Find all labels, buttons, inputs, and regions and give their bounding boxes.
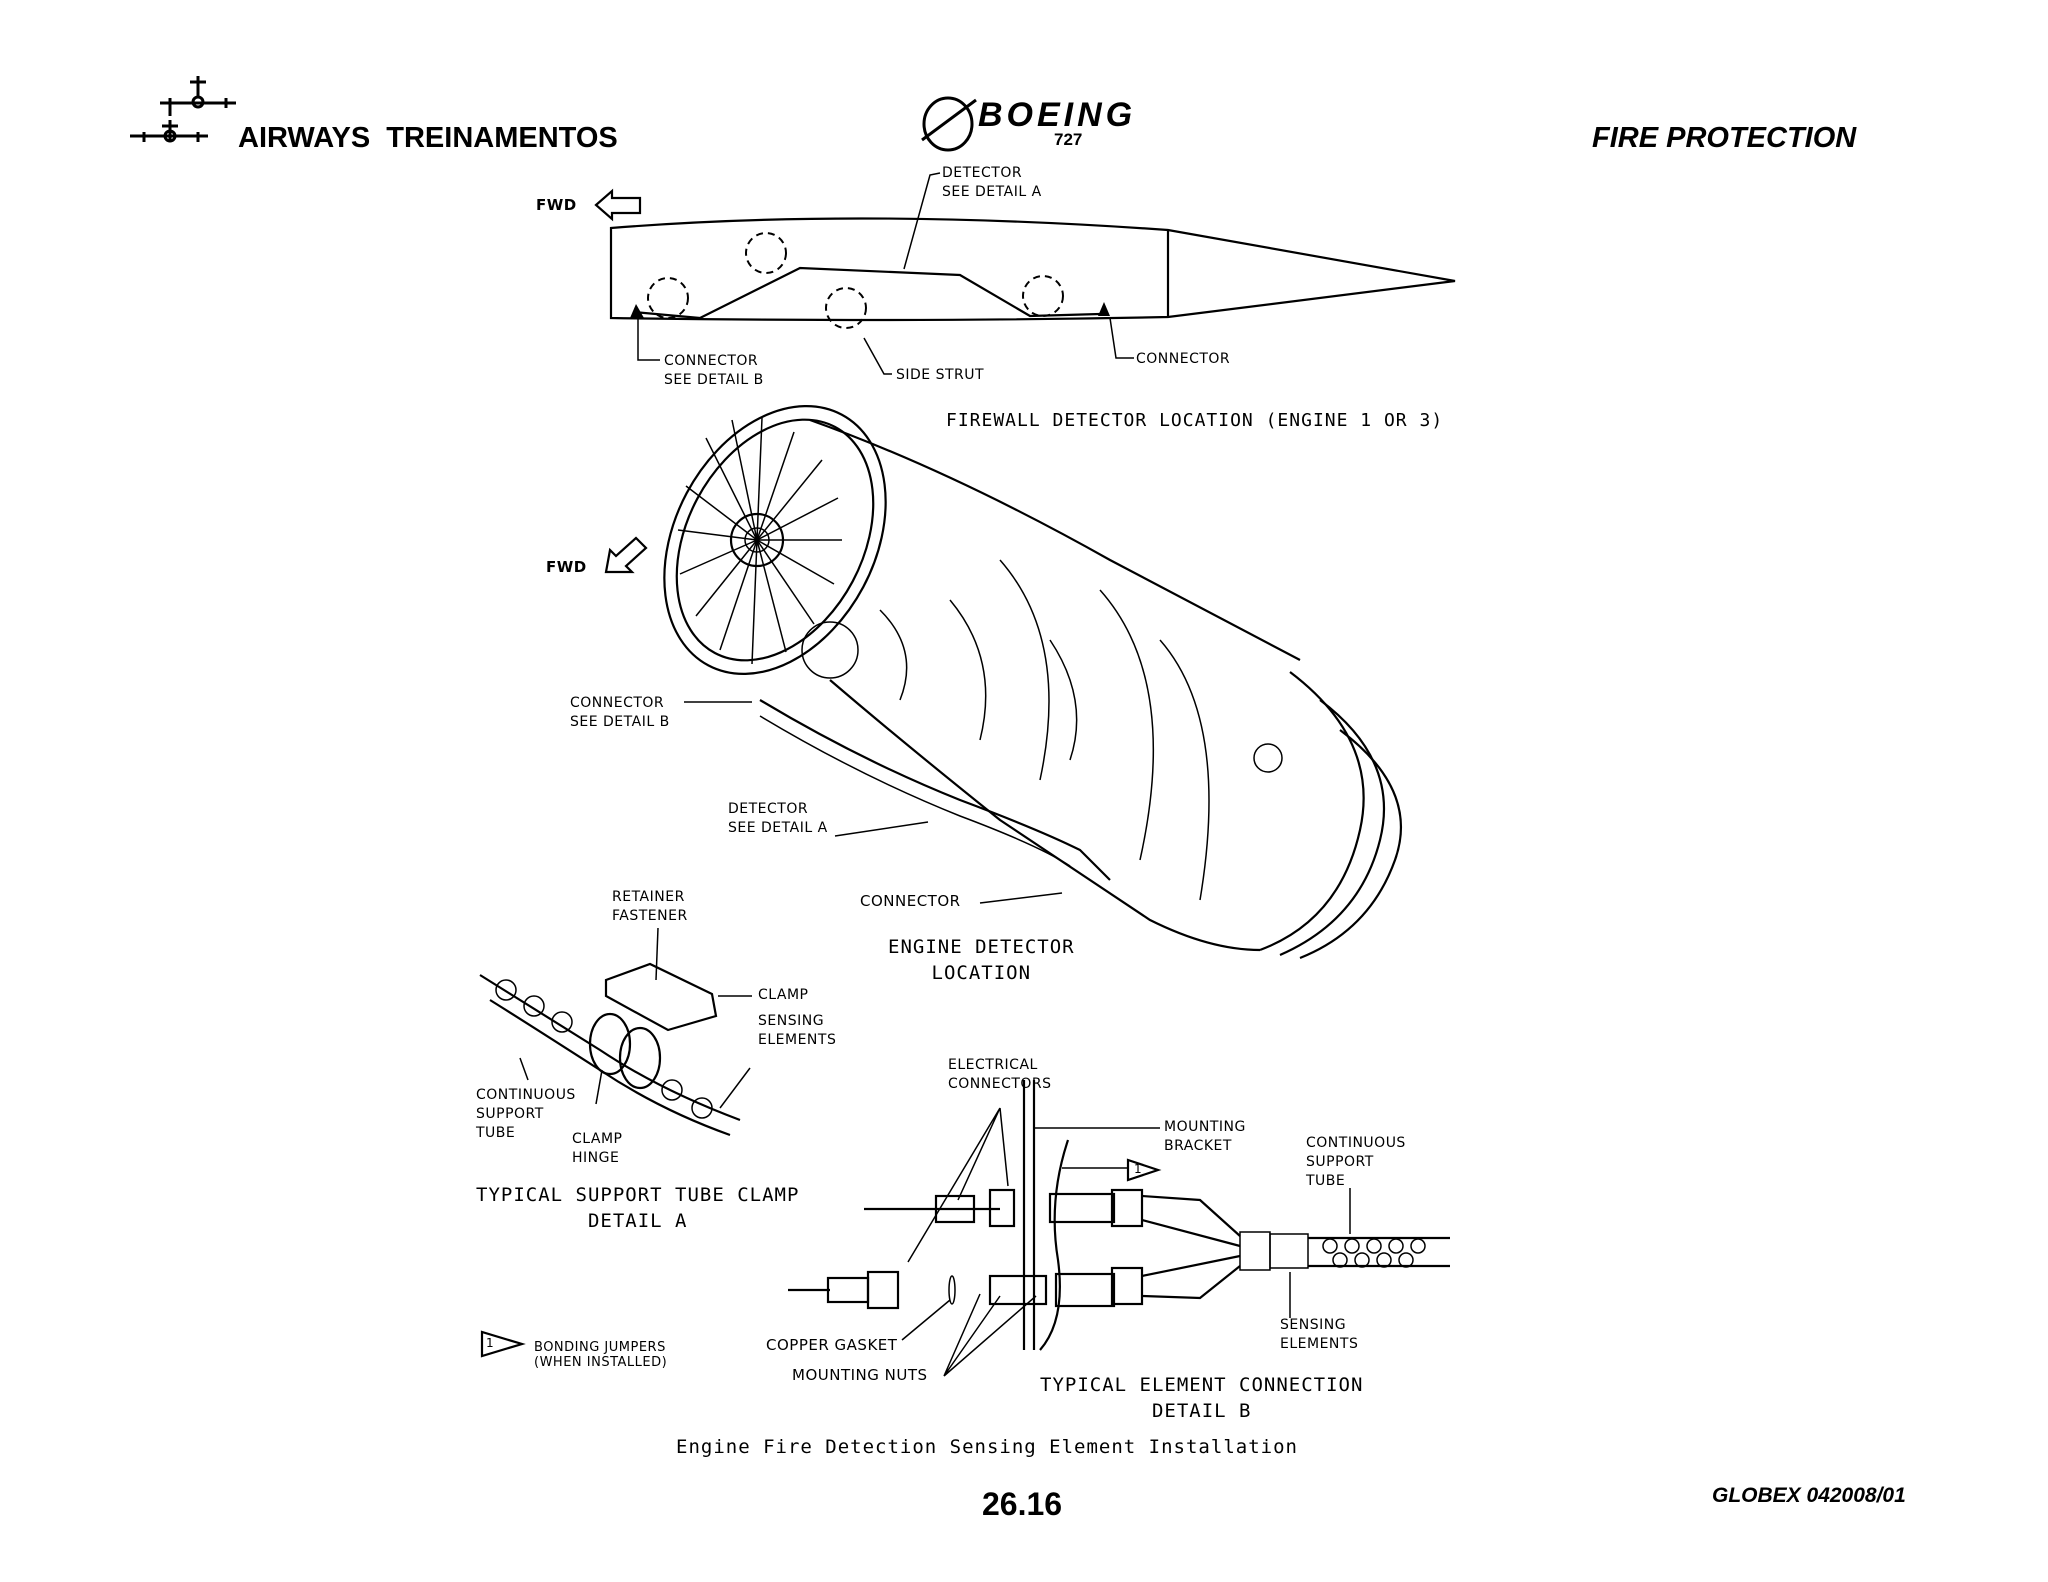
detail-a-clamp-label: CLAMP <box>758 987 809 1003</box>
boeing-logo-icon: BOEING <box>921 96 1136 152</box>
engine-connector-label: CONNECTOR <box>860 892 961 910</box>
airplane-logo-icon <box>130 76 236 143</box>
note-text: BONDING JUMPERS (WHEN INSTALLED) <box>534 1340 668 1370</box>
fwd-arrow-icon <box>604 536 648 574</box>
engine-detector-a-label: DETECTOR SEE DETAIL A <box>728 801 828 836</box>
figure-title: Engine Fire Detection Sensing Element In… <box>676 1436 1298 1458</box>
note-number: 1 <box>486 1336 495 1350</box>
detail-a-drawing <box>479 927 752 1137</box>
fwd-arrow-icon <box>594 188 642 222</box>
model-number: 727 <box>1054 130 1083 149</box>
engine-caption: ENGINE DETECTOR LOCATION <box>888 936 1075 984</box>
detail-b-electrical-label: ELECTRICAL CONNECTORS <box>948 1057 1052 1092</box>
note-flag-icon <box>480 1330 526 1358</box>
detail-b-support-tube-label: CONTINUOUS SUPPORT TUBE <box>1306 1135 1406 1189</box>
firewall-detector-label: DETECTOR SEE DETAIL A <box>942 165 1042 200</box>
engine-drawing <box>663 405 1403 960</box>
firewall-outline <box>609 172 1456 375</box>
brand-name: BOEING <box>978 96 1136 134</box>
firewall-fwd-label: FWD <box>536 196 577 214</box>
company-logo <box>128 70 238 150</box>
firewall-connector-right-label: CONNECTOR <box>1136 351 1231 367</box>
detail-a-retainer-label: RETAINER FASTENER <box>612 889 688 924</box>
engine-connector-b-label: CONNECTOR SEE DETAIL B <box>570 695 670 730</box>
detail-b-nuts-label: MOUNTING NUTS <box>792 1366 928 1384</box>
firewall-connector-left-label: CONNECTOR SEE DETAIL B <box>664 353 764 388</box>
firewall-caption: FIREWALL DETECTOR LOCATION (ENGINE 1 OR … <box>946 410 1444 431</box>
section-title: FIRE PROTECTION <box>1592 122 1857 154</box>
detail-a-caption: TYPICAL SUPPORT TUBE CLAMP DETAIL A <box>476 1184 800 1232</box>
boeing-logo: BOEING <box>918 92 1188 152</box>
detail-b-drawing <box>788 1080 1450 1377</box>
document-id: GLOBEX 042008/01 <box>1712 1484 1906 1507</box>
detail-b-bracket-label: MOUNTING BRACKET <box>1164 1119 1246 1154</box>
detail-a-clamp-hinge-label: CLAMP HINGE <box>572 1131 623 1166</box>
detail-b-sensing-label: SENSING ELEMENTS <box>1280 1317 1359 1352</box>
detail-b-caption: TYPICAL ELEMENT CONNECTION DETAIL B <box>1040 1374 1364 1422</box>
page-number: 26.16 <box>982 1486 1063 1522</box>
detail-b-gasket-label: COPPER GASKET <box>766 1336 898 1354</box>
detail-a-support-tube-label: CONTINUOUS SUPPORT TUBE <box>476 1087 576 1141</box>
firewall-side-strut-label: SIDE STRUT <box>896 367 985 383</box>
engine-fwd-label: FWD <box>546 558 587 576</box>
detail-b-note-num: 1 <box>1134 1162 1143 1176</box>
detail-a-sensing-label: SENSING ELEMENTS <box>758 1013 837 1048</box>
company-name: AIRWAYS TREINAMENTOS <box>238 122 618 154</box>
